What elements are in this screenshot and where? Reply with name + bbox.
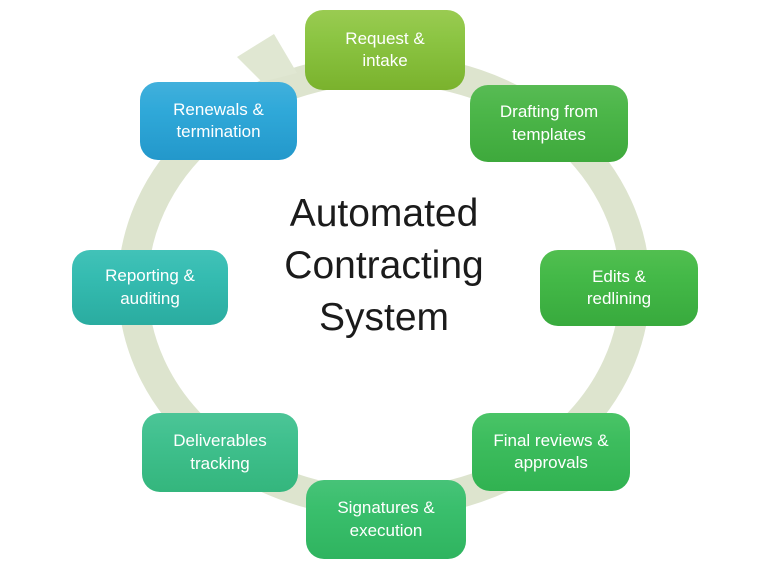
diagram-title: Automated Contracting System — [284, 192, 484, 339]
clockwise-arrowhead-icon — [237, 34, 297, 82]
cycle-step-final-reviews-approvals: Final reviews & approvals — [472, 413, 630, 491]
cycle-step-reporting-auditing: Reporting & auditing — [72, 250, 228, 325]
cycle-step-label: Drafting from templates — [499, 102, 599, 144]
cycle-step-renewals-termination: Renewals & termination — [140, 82, 297, 160]
cycle-step-signatures-execution: Signatures & execution — [306, 480, 466, 559]
cycle-step-label: Request & intake — [345, 28, 425, 70]
cycle-step-label: Edits & redlining — [586, 266, 652, 308]
cycle-step-deliverables-tracking: Deliverables tracking — [142, 413, 298, 492]
cycle-step-edits-redlining: Edits & redlining — [540, 250, 698, 326]
cycle-step-label: Signatures & execution — [337, 498, 435, 540]
cycle-step-request-intake: Request & intake — [305, 10, 465, 90]
cycle-step-label: Final reviews & approvals — [493, 430, 609, 472]
cycle-step-label: Deliverables tracking — [173, 431, 267, 473]
cycle-step-drafting-from-templates: Drafting from templates — [470, 85, 628, 162]
cycle-step-label: Renewals & termination — [173, 99, 264, 141]
cycle-step-label: Reporting & auditing — [105, 266, 195, 308]
